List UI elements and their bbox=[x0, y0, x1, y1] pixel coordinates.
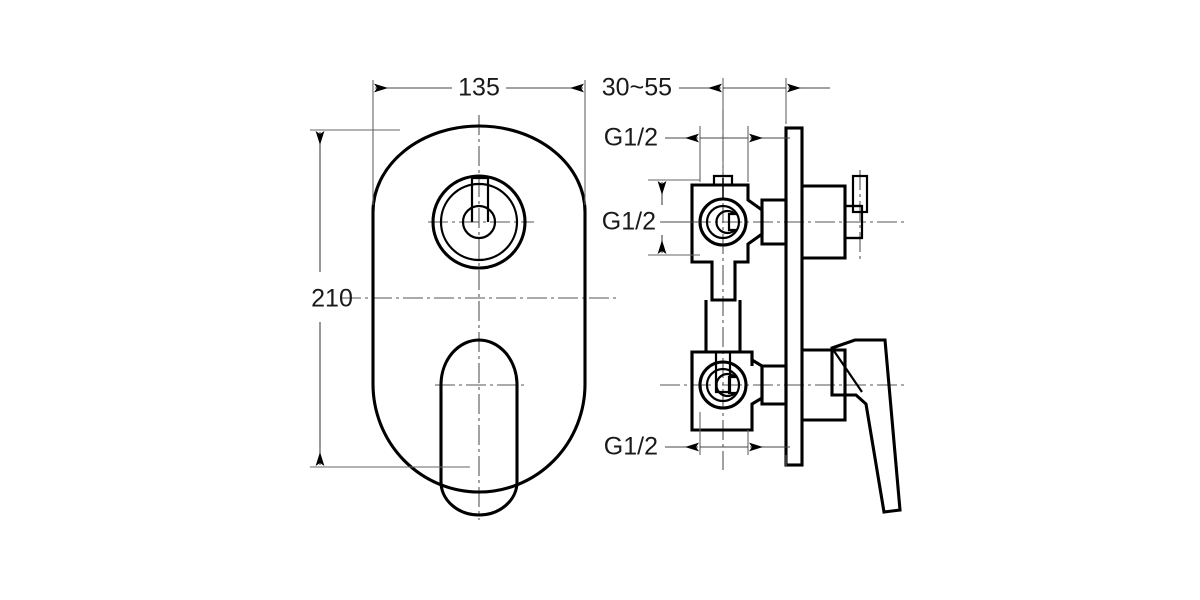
diverter-knob-inner-ring bbox=[439, 182, 519, 262]
middle-connecting-body-right bbox=[738, 300, 754, 366]
diverter-knob-pointer bbox=[470, 176, 490, 222]
lower-inlet-port-bore bbox=[715, 372, 738, 398]
lower-cartridge-collar bbox=[802, 348, 847, 422]
dim-label-width: 135 bbox=[458, 74, 500, 102]
mixer-lever-handle bbox=[830, 338, 902, 514]
escutcheon-plate-outline bbox=[371, 124, 587, 494]
dim-label-thread-bottom: G1/2 bbox=[604, 433, 658, 461]
lower-valve-stem-slot bbox=[714, 352, 732, 394]
upper-valve-top-stub bbox=[712, 174, 734, 185]
upper-cartridge-housing bbox=[760, 198, 788, 246]
side-view bbox=[660, 110, 905, 514]
front-view bbox=[341, 115, 618, 520]
lever-handle-front bbox=[439, 338, 519, 517]
diverter-knob-hub bbox=[461, 204, 497, 240]
dim-label-depth-range: 30~55 bbox=[602, 74, 672, 102]
dim-label-thread-middle: G1/2 bbox=[602, 208, 656, 236]
upper-inlet-port-thread bbox=[705, 204, 741, 240]
lower-inlet-port-outer bbox=[698, 360, 748, 410]
diverter-knob-outer-ring bbox=[431, 174, 527, 270]
upper-inlet-port-bore bbox=[715, 209, 738, 235]
lower-inlet-port-thread bbox=[705, 367, 741, 403]
front-view-dimensions: 135 210 bbox=[310, 74, 586, 468]
upper-valve-body bbox=[690, 183, 764, 302]
dim-label-thread-top: G1/2 bbox=[604, 124, 658, 152]
dim-label-height: 210 bbox=[311, 285, 353, 313]
middle-connecting-body bbox=[690, 300, 708, 380]
wall-plate bbox=[784, 126, 804, 467]
mixer-lever-bevel bbox=[831, 347, 863, 393]
side-view-dimensions: 30~55 G1/2 G1/2 G1/2 bbox=[602, 74, 830, 467]
lower-cartridge-housing bbox=[760, 364, 788, 406]
diverter-knob-pin bbox=[851, 174, 869, 214]
